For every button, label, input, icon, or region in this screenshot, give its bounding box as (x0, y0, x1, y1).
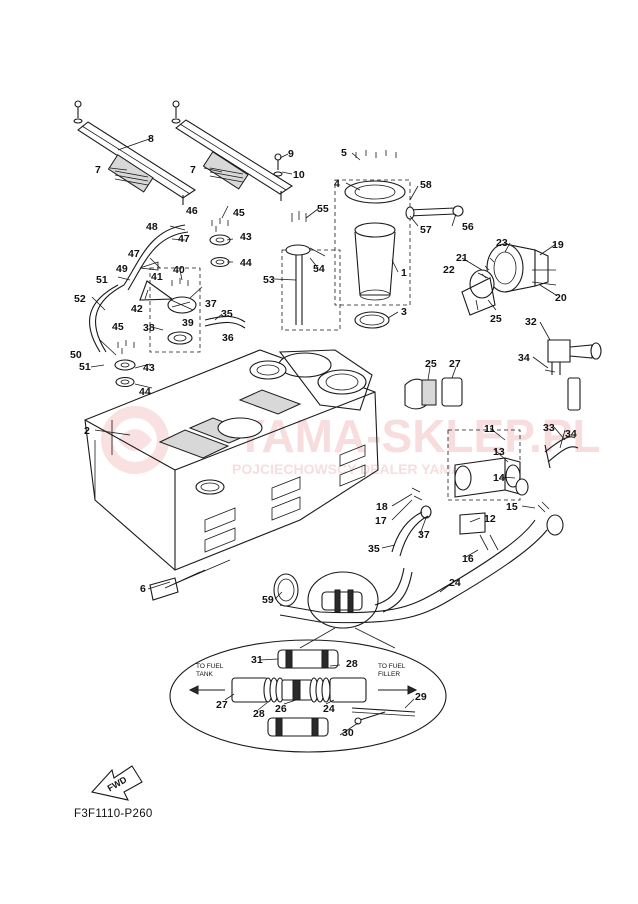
callout-35a: 35 (221, 308, 233, 320)
callout-15: 15 (506, 501, 518, 513)
tank-connector (404, 377, 463, 410)
callout-27a: 27 (449, 358, 461, 370)
fuel-pump-module (334, 150, 464, 329)
callout-35b: 35 (368, 543, 380, 555)
callout-16: 16 (462, 553, 474, 565)
callout-49: 49 (116, 263, 128, 275)
callout-25a: 25 (490, 313, 502, 325)
callout-numbers: 1 2 3 4 5 6 7 7 8 9 10 11 12 13 14 15 16… (70, 133, 577, 739)
callout-44a: 44 (240, 257, 252, 269)
callout-37b: 37 (418, 529, 430, 541)
callout-45a: 45 (233, 207, 245, 219)
callout-44b: 44 (139, 386, 151, 398)
callout-39: 39 (182, 317, 194, 329)
callout-37a: 37 (205, 298, 217, 310)
callout-28a: 28 (346, 658, 358, 670)
callout-47b: 47 (128, 248, 140, 260)
callout-50: 50 (70, 349, 82, 361)
detail-view: TO FUEL TANK TO FUEL FILLER (169, 639, 447, 753)
callout-58: 58 (420, 179, 432, 191)
callout-14: 14 (493, 472, 505, 484)
callout-53: 53 (263, 274, 275, 286)
callout-27b: 27 (216, 699, 228, 711)
callout-45b: 45 (112, 321, 124, 333)
callout-2: 2 (84, 425, 90, 437)
callout-22: 22 (443, 264, 455, 276)
callout-10: 10 (293, 169, 305, 181)
callout-32: 32 (525, 316, 537, 328)
callout-54: 54 (313, 263, 325, 275)
callout-38: 38 (143, 322, 155, 334)
leader-lines (90, 137, 566, 736)
callout-13: 13 (493, 446, 505, 458)
fuel-filler-assembly (461, 243, 602, 411)
callout-30: 30 (342, 727, 354, 739)
to-fuel-tank-label-1: TO FUEL (196, 663, 224, 670)
callout-28b: 28 (253, 708, 265, 720)
decal (149, 559, 231, 601)
callout-55: 55 (317, 203, 329, 215)
callout-18: 18 (376, 501, 388, 513)
callout-21: 21 (456, 252, 468, 264)
callout-52: 52 (74, 293, 86, 305)
callout-41: 41 (151, 271, 163, 283)
callout-29: 29 (415, 691, 427, 703)
callout-36: 36 (222, 332, 234, 344)
callout-4: 4 (334, 178, 340, 190)
to-fuel-filler-label-2: FILLER (378, 671, 400, 678)
callout-12: 12 (484, 513, 496, 525)
o-ring (273, 573, 299, 607)
callout-20: 20 (555, 292, 567, 304)
callout-43a: 43 (240, 231, 252, 243)
callout-1: 1 (401, 267, 407, 279)
callout-56: 56 (462, 221, 474, 233)
callout-51a: 51 (96, 274, 108, 286)
callout-33: 33 (543, 422, 555, 434)
callout-42: 42 (131, 303, 143, 315)
sleeve-section (299, 571, 396, 649)
callout-7b: 7 (190, 164, 196, 176)
callout-17: 17 (375, 515, 387, 527)
callout-11: 11 (484, 423, 495, 435)
callout-5: 5 (341, 147, 347, 159)
callout-34a: 34 (518, 352, 530, 364)
fuel-filter-assembly (391, 429, 550, 557)
callout-3: 3 (401, 306, 407, 318)
callout-7a: 7 (95, 164, 101, 176)
callout-8: 8 (148, 133, 154, 145)
footrest-strips (73, 100, 294, 205)
fuel-tank (84, 349, 379, 571)
vent-hose-assembly (89, 218, 246, 388)
callout-6: 6 (140, 583, 146, 595)
to-fuel-tank-label-2: TANK (196, 671, 214, 678)
callout-19: 19 (552, 239, 564, 251)
callout-51b: 51 (79, 361, 91, 373)
diagram-code: F3F1110-P260 (74, 808, 153, 820)
callout-31: 31 (251, 654, 263, 666)
forward-arrow-icon: FWD (90, 765, 143, 801)
watermark-title: YAMA-SKLEP.PL (235, 410, 601, 462)
watermark-subtitle: POJCIECHOWSCY DEALER YAMAHA (232, 461, 481, 477)
callout-9: 9 (288, 148, 294, 160)
callout-34b: 34 (565, 428, 577, 440)
callout-24a: 24 (449, 577, 461, 589)
callout-59: 59 (262, 594, 274, 606)
watermark: YAMA-SKLEP.PL POJCIECHOWSCY DEALER YAMAH… (101, 406, 601, 477)
callout-48: 48 (146, 221, 158, 233)
fuel-sender-unit (281, 211, 341, 331)
callout-23: 23 (496, 237, 508, 249)
to-fuel-filler-label-1: TO FUEL (378, 663, 406, 670)
callout-25b: 25 (425, 358, 437, 370)
callout-47a: 47 (178, 233, 190, 245)
callout-40: 40 (173, 264, 185, 276)
callout-57: 57 (420, 224, 432, 236)
callout-46: 46 (186, 205, 198, 217)
callout-43b: 43 (143, 362, 155, 374)
callout-24b: 24 (323, 703, 335, 715)
callout-26: 26 (275, 703, 287, 715)
